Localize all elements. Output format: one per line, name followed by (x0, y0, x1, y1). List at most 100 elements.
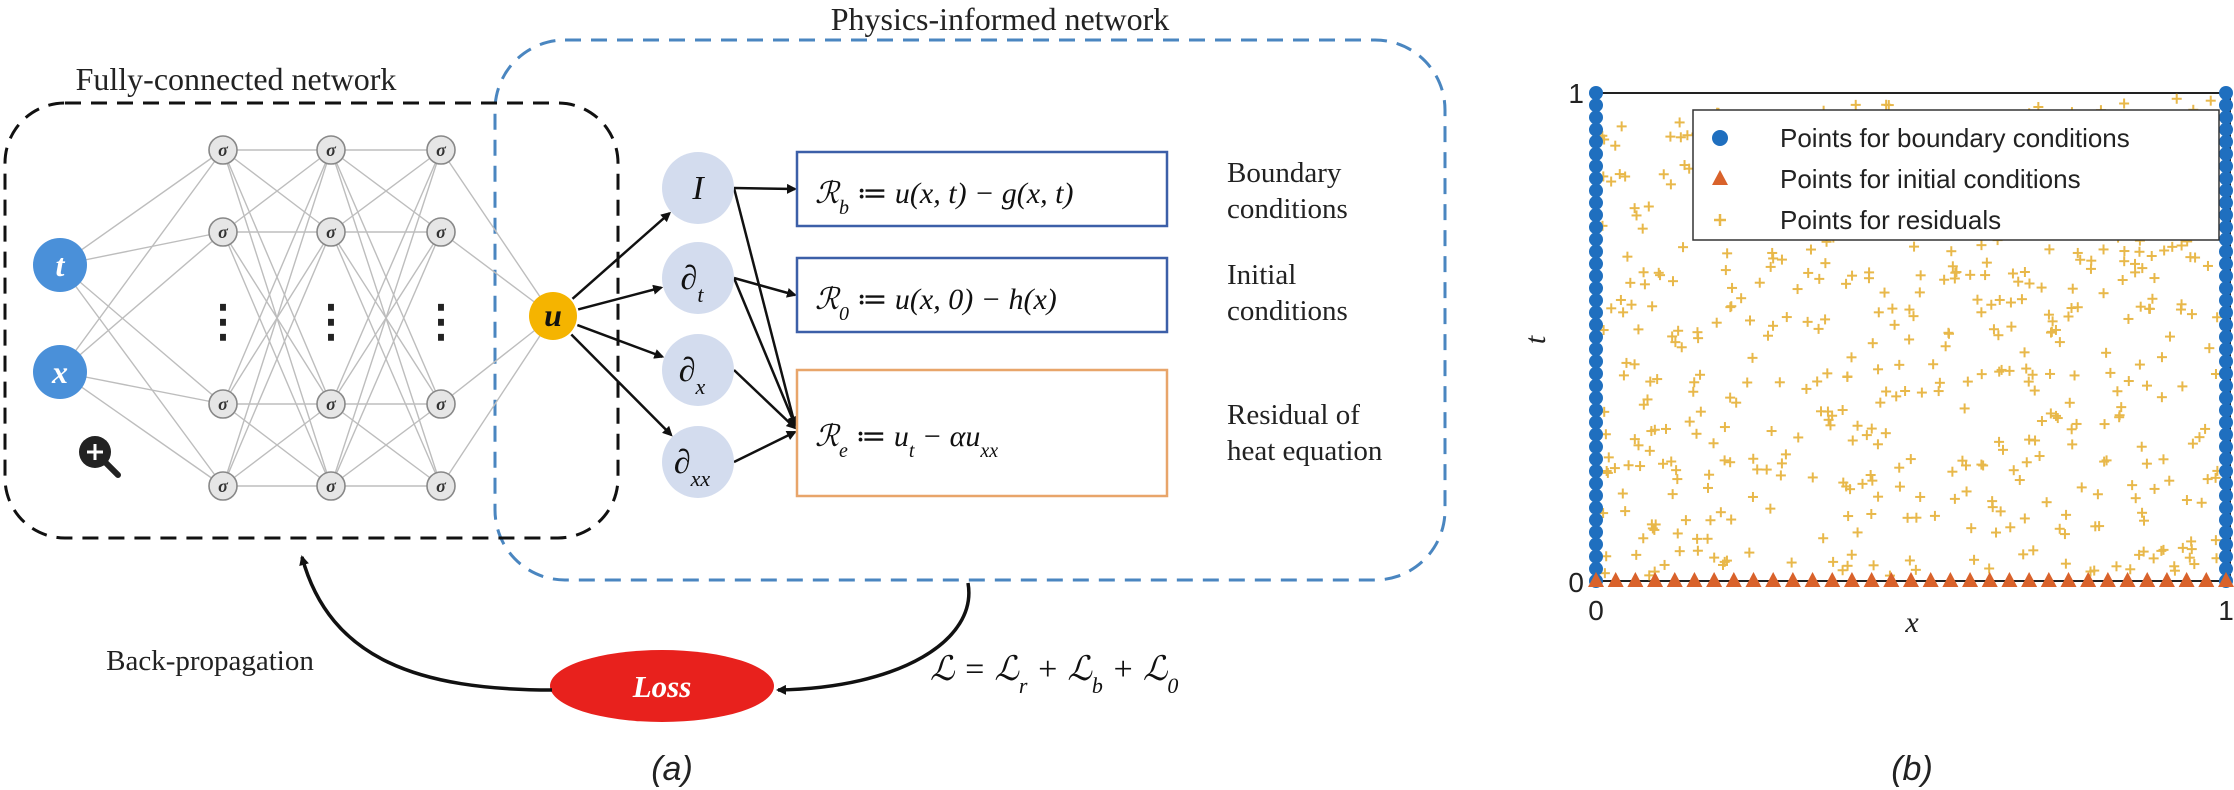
residual-point (2141, 458, 2152, 469)
operator-node (662, 334, 734, 406)
residual-point (1768, 320, 1779, 331)
residual-point (1674, 117, 1685, 128)
residual-point (1805, 244, 1816, 255)
initial-point (1903, 572, 1919, 587)
residual-point (1943, 328, 1954, 339)
residual-point (2156, 392, 2167, 403)
residual-point (1812, 376, 1823, 387)
residual-point (1676, 342, 1687, 353)
boundary-point (2219, 171, 2233, 186)
residual-point (2171, 93, 2182, 104)
residual-point (1638, 533, 1649, 544)
residual-point (1658, 458, 1669, 469)
residual-point (2059, 529, 2070, 540)
boundary-point (2219, 500, 2233, 515)
boundary-point (1589, 439, 1603, 454)
residual-point (1695, 406, 1706, 417)
legend: Points for boundary conditions Points fo… (1692, 109, 2220, 241)
boundary-point (1589, 98, 1603, 113)
residual-point (1689, 377, 1700, 388)
residual-point (2196, 497, 2207, 508)
residual-point (2149, 483, 2160, 494)
operator-to-equation-arrow (733, 183, 797, 194)
boundary-point (2219, 513, 2233, 527)
hidden-node (316, 389, 346, 419)
boundary-point (1589, 330, 1603, 344)
boundary-point (2219, 561, 2233, 576)
edge (59, 371, 224, 487)
residual-point (1655, 270, 1666, 281)
residual-point (2028, 545, 2039, 556)
residual-point (2202, 474, 2213, 485)
residual-point (1837, 565, 1848, 576)
residual-point (1988, 324, 1999, 335)
residual-point (1894, 359, 1905, 370)
operator-to-equation-arrow (733, 276, 797, 298)
residual-point (1625, 277, 1636, 288)
pinn-box (493, 38, 1447, 582)
residual-point (2021, 457, 2032, 468)
hidden-node (426, 471, 456, 501)
hidden-node-label: σ (326, 140, 337, 160)
residual-point (2158, 454, 2169, 465)
residual-point (1929, 510, 1940, 521)
residual-point (2054, 337, 2065, 348)
residual-point (1873, 364, 1884, 375)
x-axis-label: x (1904, 606, 1919, 639)
residual-point (2186, 309, 2197, 320)
boundary-point (1589, 427, 1603, 442)
input-label-t: t (56, 247, 66, 283)
initial-point (1627, 572, 1644, 587)
residual-point (1915, 270, 1926, 281)
residual-point (1994, 294, 2005, 305)
residual-point (1672, 474, 1683, 485)
edge (59, 371, 224, 405)
residual-point (2134, 359, 2145, 370)
boundary-point (1589, 256, 1603, 271)
residual-point (1865, 469, 1876, 480)
residual-point (2045, 368, 2056, 379)
initial-point (1588, 572, 1604, 587)
edge (59, 264, 224, 487)
boundary-point (2219, 415, 2233, 430)
residual-point (1643, 201, 1654, 212)
residual-point (1998, 444, 2009, 455)
loss-ellipse (550, 650, 774, 722)
residual-point (2085, 566, 2096, 577)
residual-point (2013, 276, 2024, 287)
boundary-point (2219, 98, 2233, 113)
residual-point (1987, 496, 1998, 507)
residual-point (1695, 369, 1706, 380)
boundary-point (2219, 330, 2233, 344)
residual-point (2060, 558, 2071, 569)
hidden-ellipsis: ⋮ (309, 297, 353, 346)
residual-point (2067, 283, 2078, 294)
residual-point (1637, 223, 1648, 234)
boundary-point (2219, 342, 2233, 357)
hidden-node-label: σ (326, 476, 337, 496)
initial-point (1745, 572, 1762, 587)
residual-point (1894, 462, 1905, 473)
residual-point (1857, 478, 1868, 489)
initial-point (2040, 572, 2057, 587)
boundary-point (1589, 537, 1603, 552)
residual-point (1928, 359, 1939, 370)
boundary-point (1589, 110, 1603, 125)
residual-point (2204, 343, 2215, 354)
zoom-in-icon[interactable] (79, 436, 121, 478)
edge (222, 149, 332, 487)
operator-to-equation-arrow (733, 430, 797, 464)
residual-point (1889, 319, 1900, 330)
boundary-point (2219, 147, 2233, 161)
initial-point (1607, 572, 1624, 587)
boundary-point (1589, 561, 1603, 576)
residual-point (2030, 435, 2041, 446)
residual-point (2156, 545, 2167, 556)
boundary-equation-box (795, 150, 1169, 228)
residual-point (2085, 263, 2096, 274)
hidden-node-label: σ (218, 222, 229, 242)
hidden-node-label: σ (436, 394, 447, 414)
boundary-point (1589, 366, 1603, 381)
residual-point (1736, 293, 1747, 304)
